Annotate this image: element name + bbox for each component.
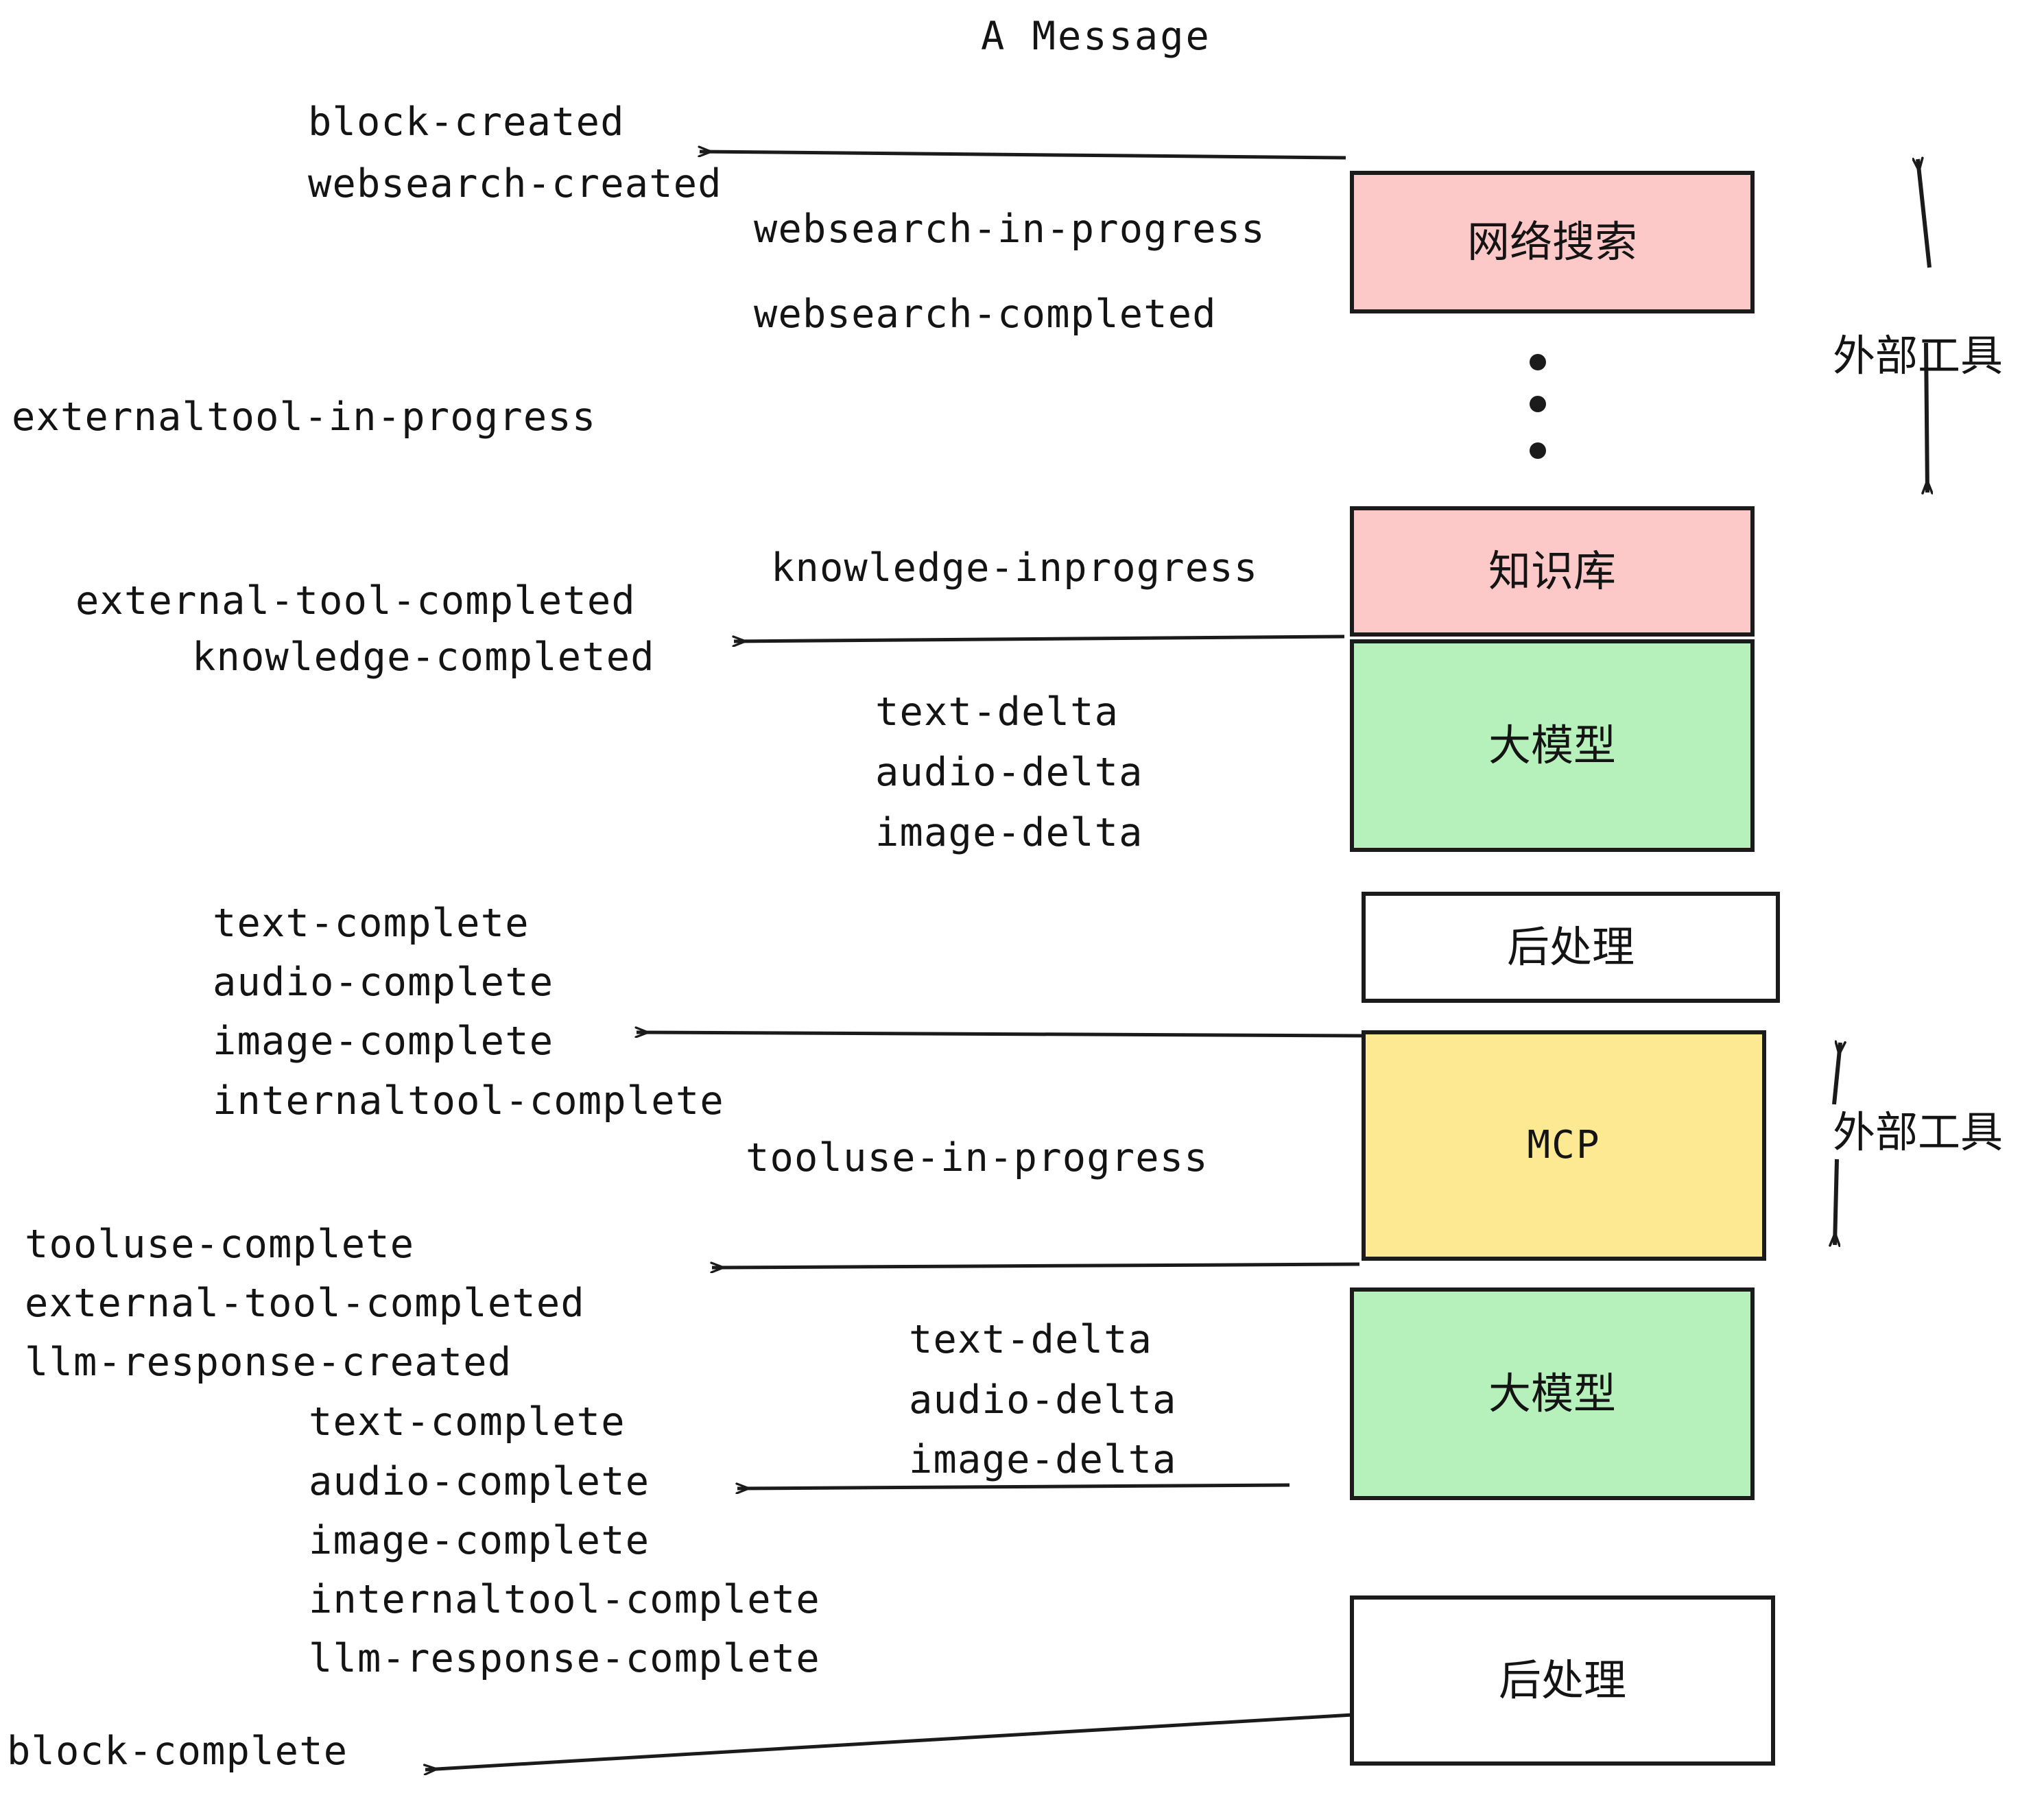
ellipsis-dot [1530, 442, 1546, 459]
event-label-text-delta-2: text-delta [909, 1317, 1153, 1362]
arrow-external-tools-up-1 [1918, 159, 1932, 268]
event-label-block-complete: block-complete [7, 1729, 348, 1774]
event-label-llm-response-complete: llm-response-complete [309, 1636, 820, 1681]
event-label-knowledge-completed: knowledge-completed [192, 634, 655, 680]
event-label-text-complete-1: text-complete [213, 901, 530, 946]
node-llm-second[interactable]: 大模型 [1350, 1287, 1755, 1500]
event-label-image-complete-2: image-complete [309, 1518, 650, 1563]
event-label-audio-delta-1: audio-delta [875, 750, 1143, 795]
arrow-llm-to-audiocomplete [737, 1485, 1290, 1488]
event-label-external-tool-completed-2: external-tool-completed [25, 1281, 585, 1326]
event-label-text-complete-2: text-complete [309, 1399, 626, 1445]
node-websearch[interactable]: 网络搜索 [1350, 171, 1755, 313]
arrow-external-tools-up-2 [1832, 1043, 1840, 1105]
node-postprocess-second[interactable]: 后处理 [1350, 1595, 1775, 1766]
event-label-internaltool-complete-1: internaltool-complete [213, 1078, 724, 1124]
event-label-knowledge-inprogress: knowledge-inprogress [771, 545, 1259, 591]
event-label-audio-complete-1: audio-complete [213, 960, 554, 1005]
arrow-postprocess-to-imagecomplete [637, 1032, 1364, 1036]
event-label-image-delta-1: image-delta [875, 810, 1143, 855]
event-label-tooluse-in-progress: tooluse-in-progress [746, 1135, 1209, 1180]
arrow-postprocess-to-blockcomplete [425, 1713, 1353, 1770]
ellipsis-dot [1530, 354, 1546, 370]
event-label-text-delta-1: text-delta [875, 689, 1119, 735]
arrow-websearch-to-created [700, 152, 1346, 160]
arrow-knowledge-to-completed [734, 634, 1345, 641]
arrow-mcp-to-tooluse-complete [712, 1264, 1360, 1268]
event-label-audio-complete-2: audio-complete [309, 1459, 650, 1504]
ellipsis-dot [1530, 396, 1546, 412]
node-llm-first[interactable]: 大模型 [1350, 639, 1755, 852]
node-knowledge-base[interactable]: 知识库 [1350, 506, 1755, 637]
arrow-external-tools-down-2 [1835, 1159, 1837, 1245]
event-label-tooluse-complete: tooluse-complete [25, 1222, 415, 1267]
event-label-external-tool-completed-1: external-tool-completed [75, 578, 636, 624]
event-label-websearch-created: websearch-created [308, 161, 722, 206]
event-label-image-delta-2: image-delta [909, 1437, 1177, 1482]
event-label-llm-response-created: llm-response-created [25, 1340, 512, 1385]
event-label-internaltool-complete-2: internaltool-complete [309, 1577, 820, 1622]
external-tools-label-top: 外部工具 [1833, 331, 2004, 381]
event-label-externaltool-in-progress: externaltool-in-progress [12, 394, 597, 440]
page-title: A Message [981, 14, 1211, 59]
node-postprocess-first[interactable]: 后处理 [1362, 892, 1780, 1003]
event-label-websearch-in-progress: websearch-in-progress [754, 206, 1265, 252]
event-label-block-created: block-created [308, 99, 625, 145]
node-mcp[interactable]: MCP [1362, 1030, 1766, 1261]
external-tools-label-bottom: 外部工具 [1833, 1107, 2004, 1157]
event-label-image-complete-1: image-complete [213, 1019, 554, 1064]
event-label-websearch-completed: websearch-completed [754, 292, 1217, 337]
event-label-audio-delta-2: audio-delta [909, 1377, 1177, 1423]
